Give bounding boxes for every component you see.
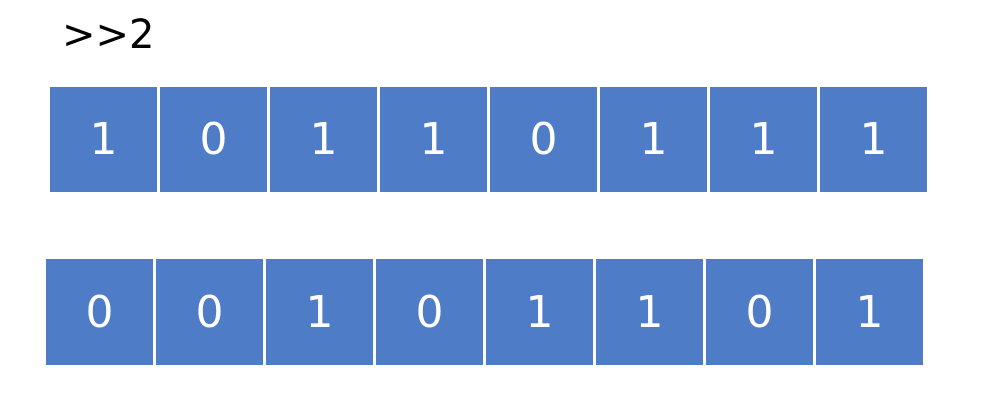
bit-cell: 0 xyxy=(706,259,813,365)
bit-cell: 1 xyxy=(600,87,707,192)
bit-cell: 0 xyxy=(156,259,263,365)
shift-operator-label: >>2 xyxy=(62,12,155,58)
bit-cell: 1 xyxy=(596,259,703,365)
bit-cell: 1 xyxy=(710,87,817,192)
shifted-bit-row: 0 0 1 0 1 1 0 1 xyxy=(46,259,923,365)
bit-cell: 1 xyxy=(50,87,157,192)
bit-cell: 1 xyxy=(380,87,487,192)
bit-cell: 0 xyxy=(46,259,153,365)
bit-cell: 1 xyxy=(820,87,927,192)
original-bit-row: 1 0 1 1 0 1 1 1 xyxy=(50,87,927,192)
bit-cell: 0 xyxy=(490,87,597,192)
bit-cell: 1 xyxy=(486,259,593,365)
bit-cell: 0 xyxy=(160,87,267,192)
bit-cell: 1 xyxy=(270,87,377,192)
bit-cell: 0 xyxy=(376,259,483,365)
bit-cell: 1 xyxy=(816,259,923,365)
bit-cell: 1 xyxy=(266,259,373,365)
